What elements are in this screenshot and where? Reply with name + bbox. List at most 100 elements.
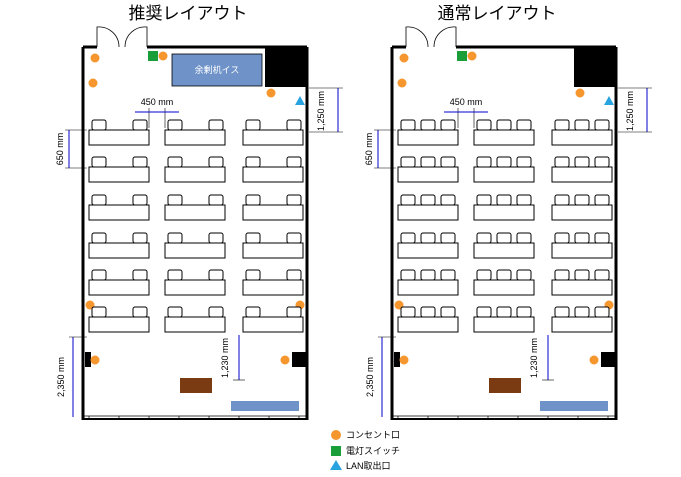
outlet-icon	[399, 355, 409, 365]
dim-bottom-mid-label: 1,230 mm	[220, 338, 230, 378]
chair	[286, 269, 302, 281]
chair	[132, 306, 148, 318]
chair	[208, 269, 224, 281]
chair	[440, 156, 456, 168]
outlet-icon	[88, 78, 98, 88]
chair	[91, 156, 107, 168]
dim-top-label: 1,250 mm	[316, 91, 326, 131]
outlet-icon	[90, 355, 100, 365]
chair	[594, 232, 610, 244]
desk	[473, 242, 535, 259]
chair	[516, 119, 532, 131]
door-right-leaf	[433, 26, 457, 48]
lan-legend-icon	[330, 460, 342, 470]
desk	[164, 129, 226, 146]
desk	[164, 316, 226, 333]
desk	[473, 316, 535, 333]
chair	[208, 194, 224, 206]
chair	[400, 306, 416, 318]
pillar-top-right	[574, 47, 616, 87]
desk	[551, 242, 613, 259]
door-left-leaf	[405, 26, 429, 48]
switch-legend-label: 電灯スイッチ	[346, 446, 400, 456]
chair	[574, 194, 590, 206]
desk	[551, 316, 613, 333]
chair	[516, 306, 532, 318]
desk	[397, 129, 459, 146]
desk	[242, 279, 304, 296]
chair	[516, 194, 532, 206]
outlet-legend-label: コンセント口	[346, 430, 400, 440]
chair	[516, 156, 532, 168]
outlet-icon	[575, 88, 585, 98]
layout-title: 推奨レイアウト	[129, 4, 248, 24]
dim-top-label: 1,250 mm	[625, 91, 635, 131]
chair	[420, 119, 436, 131]
door-left-leaf	[96, 26, 120, 48]
chair	[91, 306, 107, 318]
chair	[594, 306, 610, 318]
chair	[400, 119, 416, 131]
chair	[167, 306, 183, 318]
chair	[400, 269, 416, 281]
outlet-icon	[158, 51, 168, 61]
dim-bottom-left-label: 2,350 mm	[56, 357, 66, 397]
chair	[420, 194, 436, 206]
desk	[88, 279, 150, 296]
desk	[88, 166, 150, 183]
chair	[132, 119, 148, 131]
chair	[476, 194, 492, 206]
chair	[286, 306, 302, 318]
chair	[91, 232, 107, 244]
desk	[551, 204, 613, 221]
lan-port-icon	[295, 96, 305, 105]
desk	[88, 204, 150, 221]
desk	[473, 279, 535, 296]
chair	[167, 194, 183, 206]
pillar-top-right	[265, 47, 307, 87]
desk	[473, 204, 535, 221]
dim-row-label: 650 mm	[55, 133, 65, 166]
chair	[594, 194, 610, 206]
chair	[554, 232, 570, 244]
chair	[476, 232, 492, 244]
desk	[242, 242, 304, 259]
desk	[397, 166, 459, 183]
desk	[397, 242, 459, 259]
chair	[400, 156, 416, 168]
chair	[554, 156, 570, 168]
chair	[574, 306, 590, 318]
outlet-legend-icon	[331, 430, 341, 440]
desk	[164, 204, 226, 221]
chair	[286, 156, 302, 168]
chair	[594, 269, 610, 281]
outlet-icon	[399, 53, 409, 63]
chair	[574, 156, 590, 168]
chair	[554, 306, 570, 318]
desk	[242, 166, 304, 183]
desk	[88, 129, 150, 146]
chair	[496, 269, 512, 281]
desk	[397, 316, 459, 333]
desk	[551, 129, 613, 146]
chair	[167, 232, 183, 244]
desk	[551, 166, 613, 183]
desk	[88, 316, 150, 333]
chair	[496, 306, 512, 318]
desk	[473, 166, 535, 183]
chair	[594, 119, 610, 131]
chair	[245, 194, 261, 206]
chair	[91, 269, 107, 281]
desk	[551, 279, 613, 296]
chair	[440, 194, 456, 206]
desk	[164, 166, 226, 183]
desk	[164, 279, 226, 296]
spare-furniture-area	[171, 53, 263, 87]
light-switch-icon	[457, 51, 467, 61]
chair	[554, 269, 570, 281]
chair	[167, 269, 183, 281]
chair	[208, 156, 224, 168]
chair	[440, 119, 456, 131]
chair	[132, 156, 148, 168]
